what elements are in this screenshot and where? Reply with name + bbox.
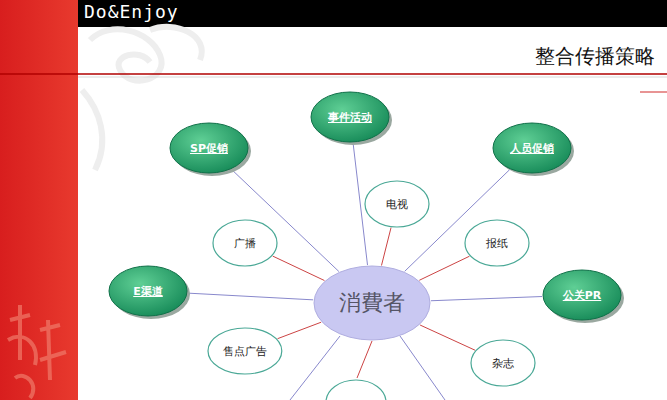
node-label: E渠道 [133, 284, 163, 299]
ellipse-fill [465, 220, 529, 266]
spoke-connector [419, 256, 469, 280]
spoke-connector [278, 322, 322, 338]
node-label: 广播 [234, 236, 256, 251]
calligraphy-ornament [8, 305, 66, 398]
node-label: 消費者 [339, 288, 405, 318]
ellipse-fill [314, 266, 430, 340]
node-label: 公关PR [563, 288, 602, 303]
ellipse-fill [109, 266, 187, 316]
strategy-ellipse: E渠道 [108, 265, 188, 317]
ellipse-fill [311, 92, 389, 142]
node-label: 杂志 [492, 356, 514, 371]
header-rule-thin [78, 77, 667, 78]
strategy-ellipse: 事件活动 [310, 91, 390, 143]
spoke-connector [420, 325, 475, 350]
strategy-ellipse: 人员促销 [492, 122, 572, 174]
node-label: SP促销 [190, 141, 228, 156]
ellipse-fill [208, 328, 282, 374]
spoke-line [357, 341, 372, 378]
node-label: 人员促销 [510, 141, 554, 156]
ellipse-fill [543, 270, 621, 320]
node-label: 售点广告 [223, 344, 267, 359]
slide-title: 整合传播策略 [535, 43, 655, 70]
spoke-connector [273, 256, 325, 280]
spoke-connector [188, 293, 313, 300]
spoke-connector [431, 297, 542, 301]
media-ellipse: 杂志 [470, 339, 536, 387]
red-side-band [0, 0, 78, 400]
media-ellipse: 广播 [212, 219, 278, 267]
strategy-ellipse: 公关PR [542, 269, 622, 321]
spoke-line [400, 336, 445, 400]
ellipse-fill [471, 340, 535, 386]
brand-label: Do&Enjoy [84, 1, 179, 22]
spoke-line [290, 336, 340, 400]
ellipse-fill [213, 220, 277, 266]
header-rule [0, 73, 667, 75]
ellipse-fill [493, 123, 571, 173]
channel-ellipse [326, 380, 386, 400]
ellipse-fill [170, 123, 248, 173]
node-label: 电视 [386, 197, 408, 212]
node-label: 事件活动 [328, 110, 372, 125]
media-ellipse: 电视 [364, 180, 430, 228]
header-bar [78, 0, 667, 27]
strategy-ellipse: SP促销 [169, 122, 249, 174]
accent-rule [640, 91, 667, 93]
node-label: 报纸 [486, 236, 508, 251]
consumer-ellipse: 消費者 [313, 265, 431, 341]
media-ellipse: 售点广告 [207, 327, 283, 375]
spoke-connector [381, 228, 391, 266]
ellipse-fill [365, 181, 429, 227]
media-ellipse: 报纸 [464, 219, 530, 267]
